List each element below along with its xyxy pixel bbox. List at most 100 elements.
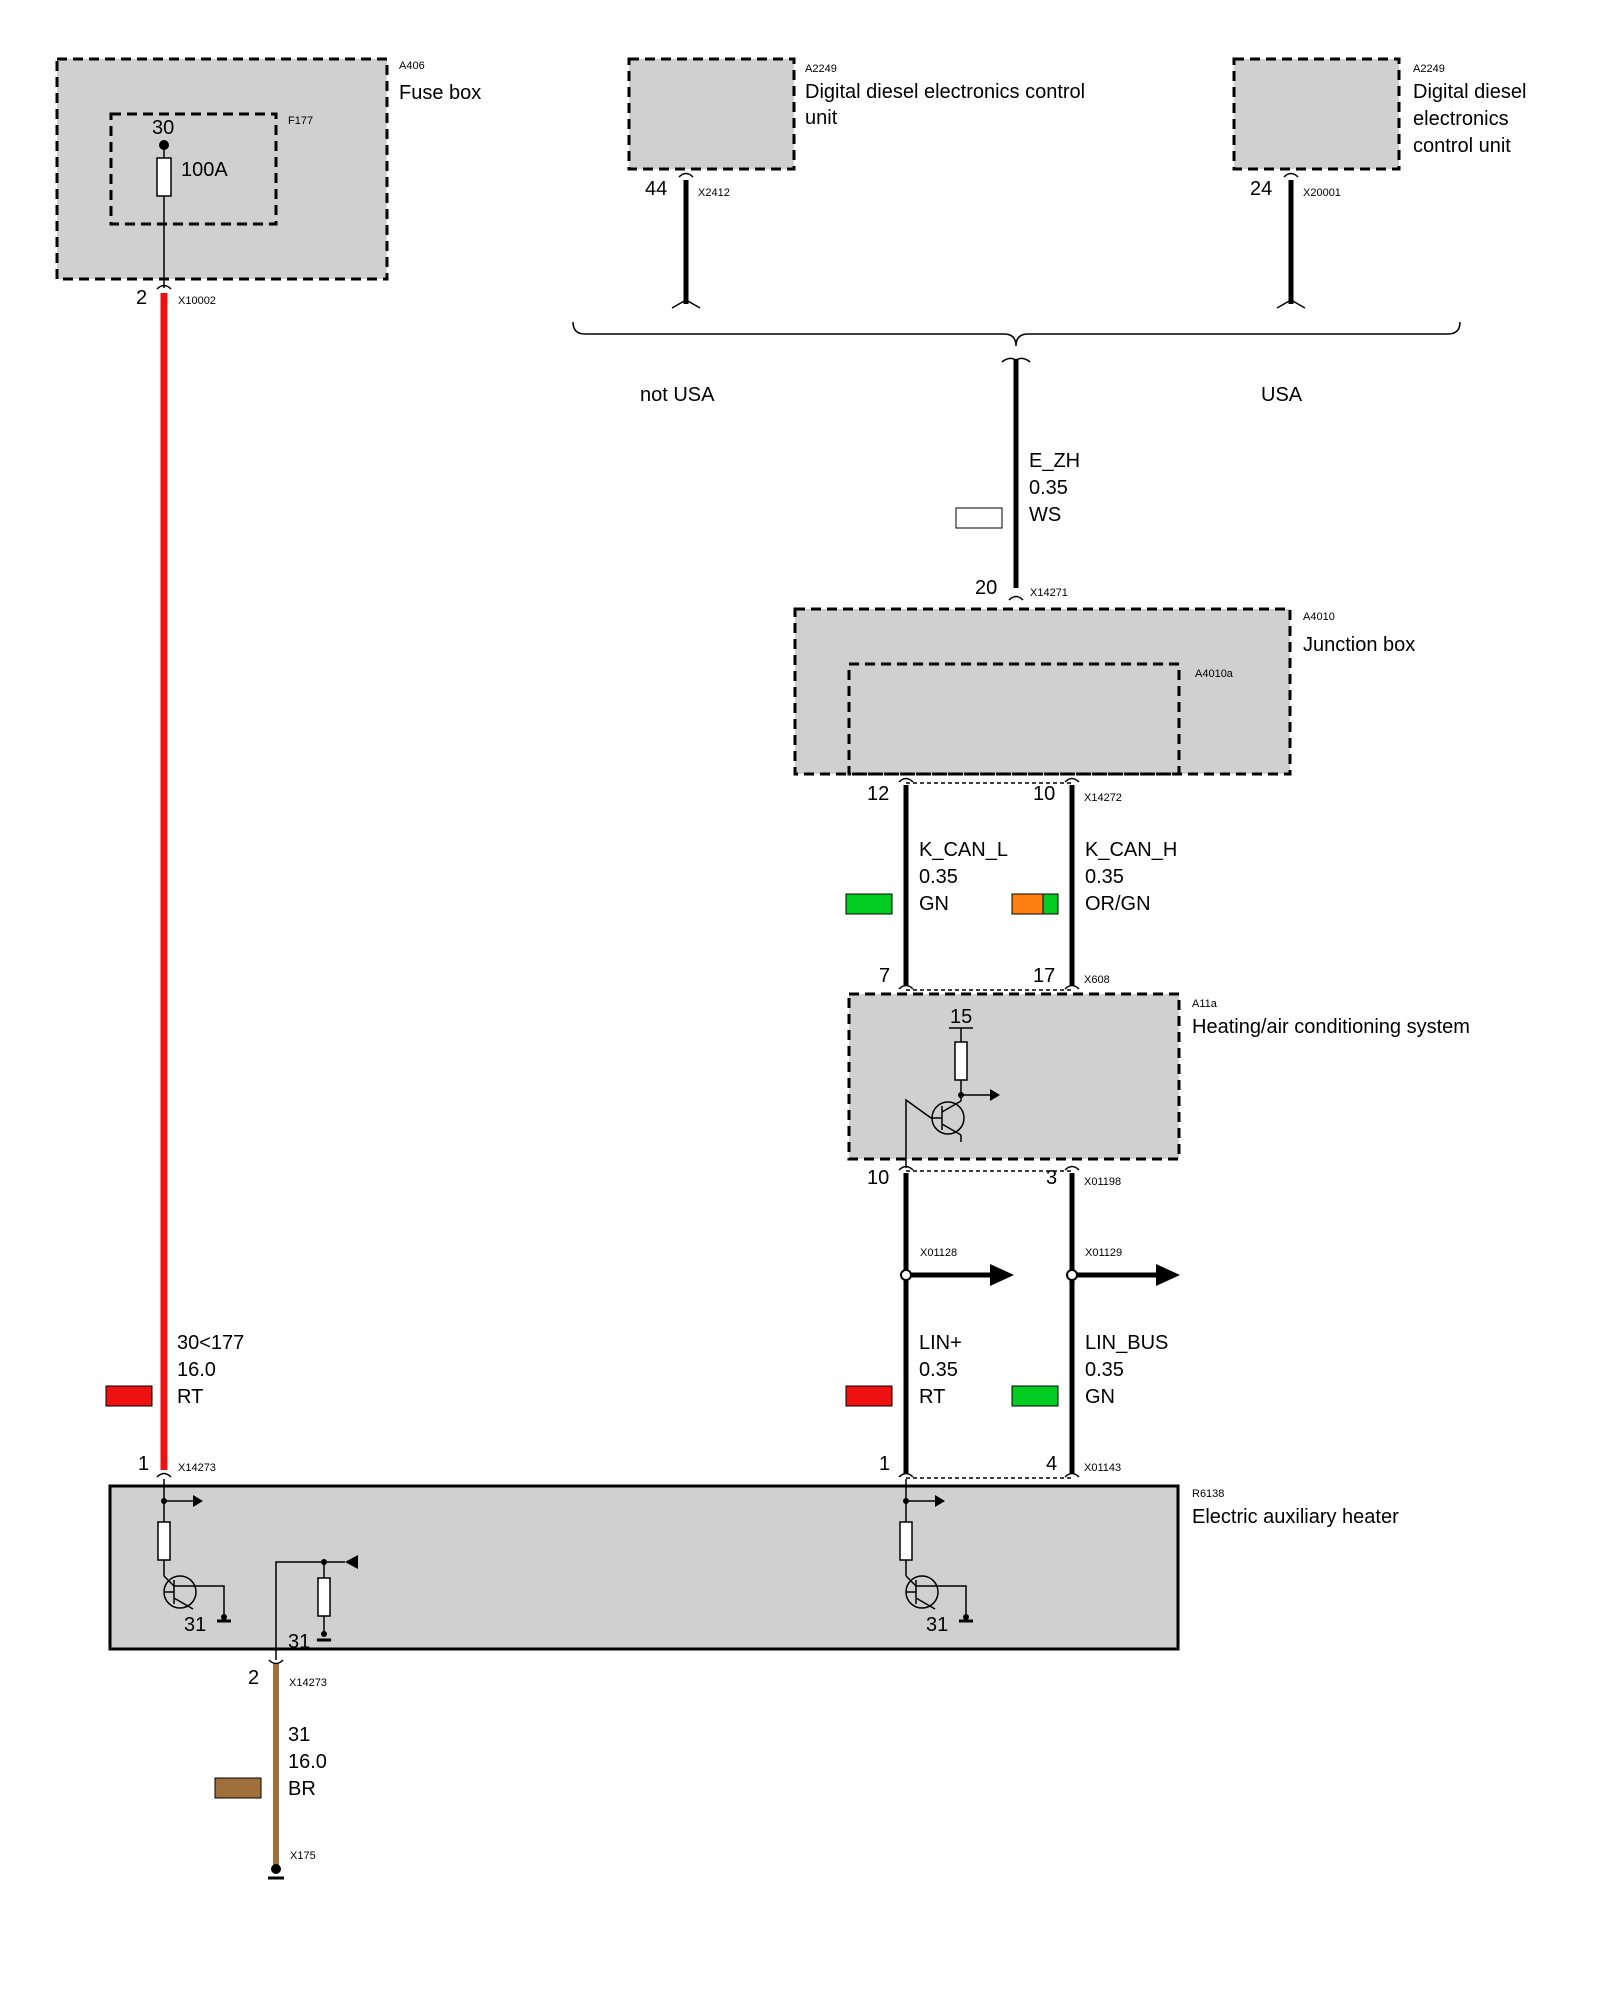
ddecu-1-name-line1: Digital diesel electronics control [805,81,1085,103]
heater-ground-label-a: 31 [184,1614,206,1636]
variant-brace [572,321,1461,347]
wire-break-icon [671,299,701,309]
junction-box-name: Junction box [1303,634,1415,656]
connector-symbol-icon [898,1165,914,1171]
ddecu-2-name-line3: control unit [1413,135,1511,157]
k-can-l-label: K_CAN_L 0.35 GN [845,839,1008,915]
arrow-right-icon [1156,1264,1180,1286]
heater-name: Electric auxiliary heater [1192,1506,1399,1528]
heater-ground-label-b: 31 [288,1631,310,1653]
ddecu-2-name-line2: electronics [1413,108,1509,130]
fuse-f177-outline [109,112,278,226]
e-zh-signal: E_ZH [1029,450,1080,472]
arrow-left-icon [345,1555,358,1569]
transistor-icon: 31 [899,1479,973,1636]
heater-id: R6138 [1192,1488,1224,1500]
fuse-terminal-label: 30 [152,117,174,139]
connector-symbol-icon [1064,1472,1080,1478]
variant-not-usa: not USA [640,384,715,406]
ddecu-2-id: A2249 [1413,63,1445,75]
ddecu-2-outline [1232,57,1401,171]
heater-pin-lin-bus: 4 [1046,1453,1057,1475]
ddecu-1-name-line2: unit [805,107,838,129]
arrow-right-icon [990,1264,1014,1286]
k-can-l-color-swatch [845,893,893,915]
resistor-icon: 31 [275,1555,358,1660]
junction-box-id: A4010 [1303,611,1335,623]
hvac-pin-right-top: 17 [1033,965,1055,987]
heater-right-connector: X01143 [1084,1462,1121,1474]
connector-symbol-icon [156,284,172,290]
k-can-h-color-swatch-secondary [1042,893,1059,915]
connector-symbol-icon [898,1472,914,1478]
lin-bus-color-code: GN [1085,1386,1115,1408]
ddecu-2-name-line1: Digital diesel [1413,81,1526,103]
junction-box-pin-left: 12 [867,783,889,805]
heater-component: 1 X14273 1 4 X01143 R6138 Electric auxil… [108,1453,1399,1689]
connector-symbol-icon [1064,984,1080,990]
k-can-l-gauge: 0.35 [919,866,958,888]
junction-box-top-pin: 20 [975,577,997,599]
ddecu-2-component: A2249 Digital diesel electronics control… [1232,57,1526,309]
hvac-pin-left-top: 7 [879,965,890,987]
lin-plus-signal: LIN+ [919,1332,962,1354]
hvac-outline [847,992,1181,1161]
heater-ground-pin: 2 [248,1667,259,1689]
ddecu-1-outline [627,57,796,171]
ddecu-2-connector: X20001 [1303,187,1341,199]
connector-symbol-icon [1283,172,1299,178]
junction-box-outline [793,607,1292,776]
wire-break-icon [1276,299,1306,309]
ground-wire-signal: 31 [288,1724,310,1746]
fuse-box-connector: X10002 [178,295,216,307]
fuse-box-outline [55,57,389,281]
heater-outline [108,1484,1180,1651]
heater-pin-lin-plus: 1 [879,1453,890,1475]
connector-symbol-icon [1008,595,1024,601]
ground-icon [271,1864,281,1874]
k-can-h-gauge: 0.35 [1085,866,1124,888]
hvac-component: 7 17 X608 A11a Heating/air conditioning … [847,965,1470,1189]
power-wire-signal: 30<177 [177,1332,244,1354]
e-zh-color-swatch [955,507,1003,529]
fuse-id: F177 [288,115,313,127]
ground-wire-color-code: BR [288,1778,316,1800]
variant-usa: USA [1261,384,1303,406]
power-wire-gauge: 16.0 [177,1359,216,1381]
lin-plus-label: LIN+ 0.35 RT [845,1332,962,1408]
lin-bus-label: LIN_BUS 0.35 GN [1011,1332,1168,1408]
ground-point-id: X175 [290,1850,316,1862]
fuse-box-name: Fuse box [399,82,481,104]
k-can-h-label: K_CAN_H 0.35 OR/GN [1011,839,1177,915]
ground-point: X175 [268,1850,316,1880]
k-can-h-signal: K_CAN_H [1085,839,1177,861]
junction-box-component: 20 X14271 A4010 Junction box A4010a 12 1… [793,577,1415,805]
ddecu-1-pin: 44 [645,178,667,200]
power-wire-color-swatch [105,1385,153,1407]
hvac-id: A11a [1192,998,1218,1010]
lin-bus-gauge: 0.35 [1085,1359,1124,1381]
e-zh-gauge: 0.35 [1029,477,1068,499]
e-zh-color-code: WS [1029,504,1061,526]
heater-ground-label-c: 31 [926,1614,948,1636]
lin-plus-splice: X01128 [900,1247,1014,1286]
connector-symbol-icon [268,1659,284,1665]
junction-box-pin-right: 10 [1033,783,1055,805]
junction-box-bottom-connector: X14272 [1084,792,1122,804]
lin-plus-color-code: RT [919,1386,945,1408]
power-wire-label: 30<177 16.0 RT [105,1332,244,1408]
fuse-icon [156,157,172,197]
heater-left-connector: X14273 [178,1462,216,1474]
connector-symbol-icon [156,1472,172,1478]
lin-bus-signal: LIN_BUS [1085,1332,1168,1354]
ddecu-1-id: A2249 [805,63,837,75]
junction-box-inner-outline [847,662,1181,776]
fuse-rating: 100A [181,159,228,181]
fuse-box-pin: 2 [136,287,147,309]
k-can-h-color-swatch-primary [1011,893,1044,915]
ddecu-1-component: A2249 Digital diesel electronics control… [627,57,1085,309]
connector-symbol-icon [898,777,914,783]
k-can-l-color-code: GN [919,893,949,915]
lin-plus-splice-id: X01128 [920,1247,957,1259]
junction-box-top-connector: X14271 [1030,587,1068,599]
